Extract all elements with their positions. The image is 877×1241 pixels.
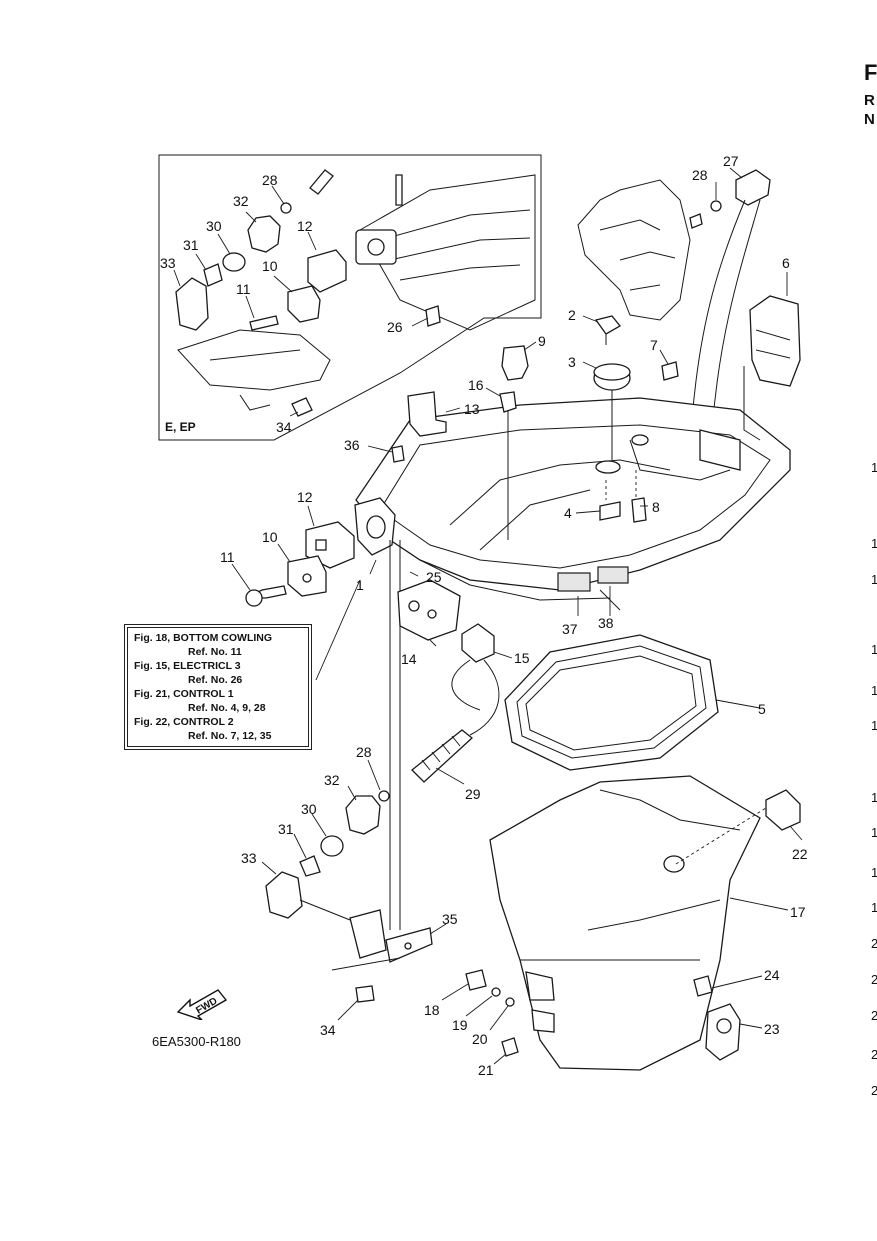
main-callout: 36 [344,437,360,453]
leader-lines [173,167,803,1065]
inset-callout: 12 [297,218,313,234]
main-callout: 34 [320,1022,336,1038]
edge-row-number: 1 [871,790,877,805]
part-35-bracket [331,909,433,1003]
main-callout: 13 [464,401,480,417]
main-callout: 23 [764,1021,780,1037]
main-callout: 8 [652,499,660,515]
part-14-panel [397,579,495,711]
main-callout: 38 [598,615,614,631]
main-callout: 33 [241,850,257,866]
inset-callout: 11 [236,281,251,297]
edge-row-number: 1 [871,825,877,840]
reference-title: Fig. 15, ELECTRICL 3 [134,660,241,672]
edge-row-number: 1 [871,683,877,698]
left-bracket-parts [245,521,355,607]
edge-row-number: 1 [871,642,877,657]
main-callout: 7 [650,337,658,353]
main-callout: 21 [478,1062,494,1078]
inset-callout: 30 [206,218,222,234]
edge-row-number: 2 [871,1047,877,1062]
edge-row-number: 1 [871,572,877,587]
reference-title: Fig. 21, CONTROL 1 [134,688,234,700]
lower-left-parts [265,790,390,921]
part-29-cable [411,659,500,783]
part-6-bracket [743,295,801,441]
inset-callout: 31 [183,237,199,253]
main-callout: 31 [278,821,294,837]
main-callout: 37 [562,621,578,637]
edge-row-number: 1 [871,718,877,733]
reference-number: Ref. No. 26 [188,674,243,686]
edge-row-number: 1 [871,460,877,475]
main-callout: 10 [262,529,278,545]
bottom-cowling-outline [354,397,791,611]
main-callout: 14 [401,651,417,667]
reference-title: Fig. 22, CONTROL 2 [134,716,234,728]
main-callout: 5 [758,701,766,717]
center-small-parts [389,315,679,930]
part-5-gasket [504,634,719,771]
inset-model-label: E, EP [165,420,196,434]
main-callout: 11 [220,549,235,565]
main-callout: 28 [692,167,708,183]
edge-letter-f: F [864,60,877,85]
drawing-code: 6EA5300-R180 [152,1034,241,1049]
main-callout: 19 [452,1017,468,1033]
main-callout: 29 [465,786,481,802]
edge-row-number: 1 [871,900,877,915]
main-callout: 9 [538,333,546,349]
edge-row-number: 2 [871,1008,877,1023]
inset-frame [158,154,542,441]
main-callout: 27 [723,153,739,169]
edge-row-number: 1 [871,865,877,880]
main-callout: 18 [424,1002,440,1018]
inset-callout: 32 [233,193,249,209]
edge-letter-n: N [864,111,875,128]
main-callout: 24 [764,967,780,983]
small-fasteners [465,969,741,1061]
main-callout: 6 [782,255,790,271]
main-callout: 3 [568,354,576,370]
inset-callout: 28 [262,172,278,188]
edge-row-number: 2 [871,1083,877,1098]
reference-number: Ref. No. 7, 12, 35 [188,730,272,742]
main-callout: 15 [514,650,530,666]
inset-callout: 33 [160,255,176,271]
inset-engine-mount-sketch [177,174,536,411]
main-callout: 1 [356,577,364,593]
edge-row-number: 2 [871,936,877,951]
main-callout: 20 [472,1031,488,1047]
reference-box: Fig. 18, BOTTOM COWLING Ref. No. 11 Fig.… [124,624,312,750]
main-callout: 2 [568,307,576,323]
fwd-arrow-icon: FWD [176,986,228,1025]
edge-row-number: 1 [871,536,877,551]
main-callout: 17 [790,904,806,920]
fwd-arrow-label: FWD [194,996,219,1017]
edge-row-number: 2 [871,972,877,987]
main-callout: 12 [297,489,313,505]
inset-callout: 26 [387,319,403,335]
inset-parts [175,169,441,417]
edge-letter-r: R [864,92,875,109]
reference-title: Fig. 18, BOTTOM COWLING [134,632,273,644]
inset-callout: 34 [276,419,292,435]
engine-bracket-sketch [577,169,771,431]
main-callout: 16 [468,377,484,393]
main-callout: 35 [442,911,458,927]
reference-number: Ref. No. 4, 9, 28 [188,702,266,714]
main-callout: 25 [426,569,442,585]
main-callout: 30 [301,801,317,817]
part-17-lower-case [489,775,801,1071]
inset-callout: 10 [262,258,278,274]
main-callout: 28 [356,744,372,760]
main-callout: 32 [324,772,340,788]
main-callout: 22 [792,846,808,862]
main-callout: 4 [564,505,572,521]
reference-number: Ref. No. 11 [188,646,242,658]
